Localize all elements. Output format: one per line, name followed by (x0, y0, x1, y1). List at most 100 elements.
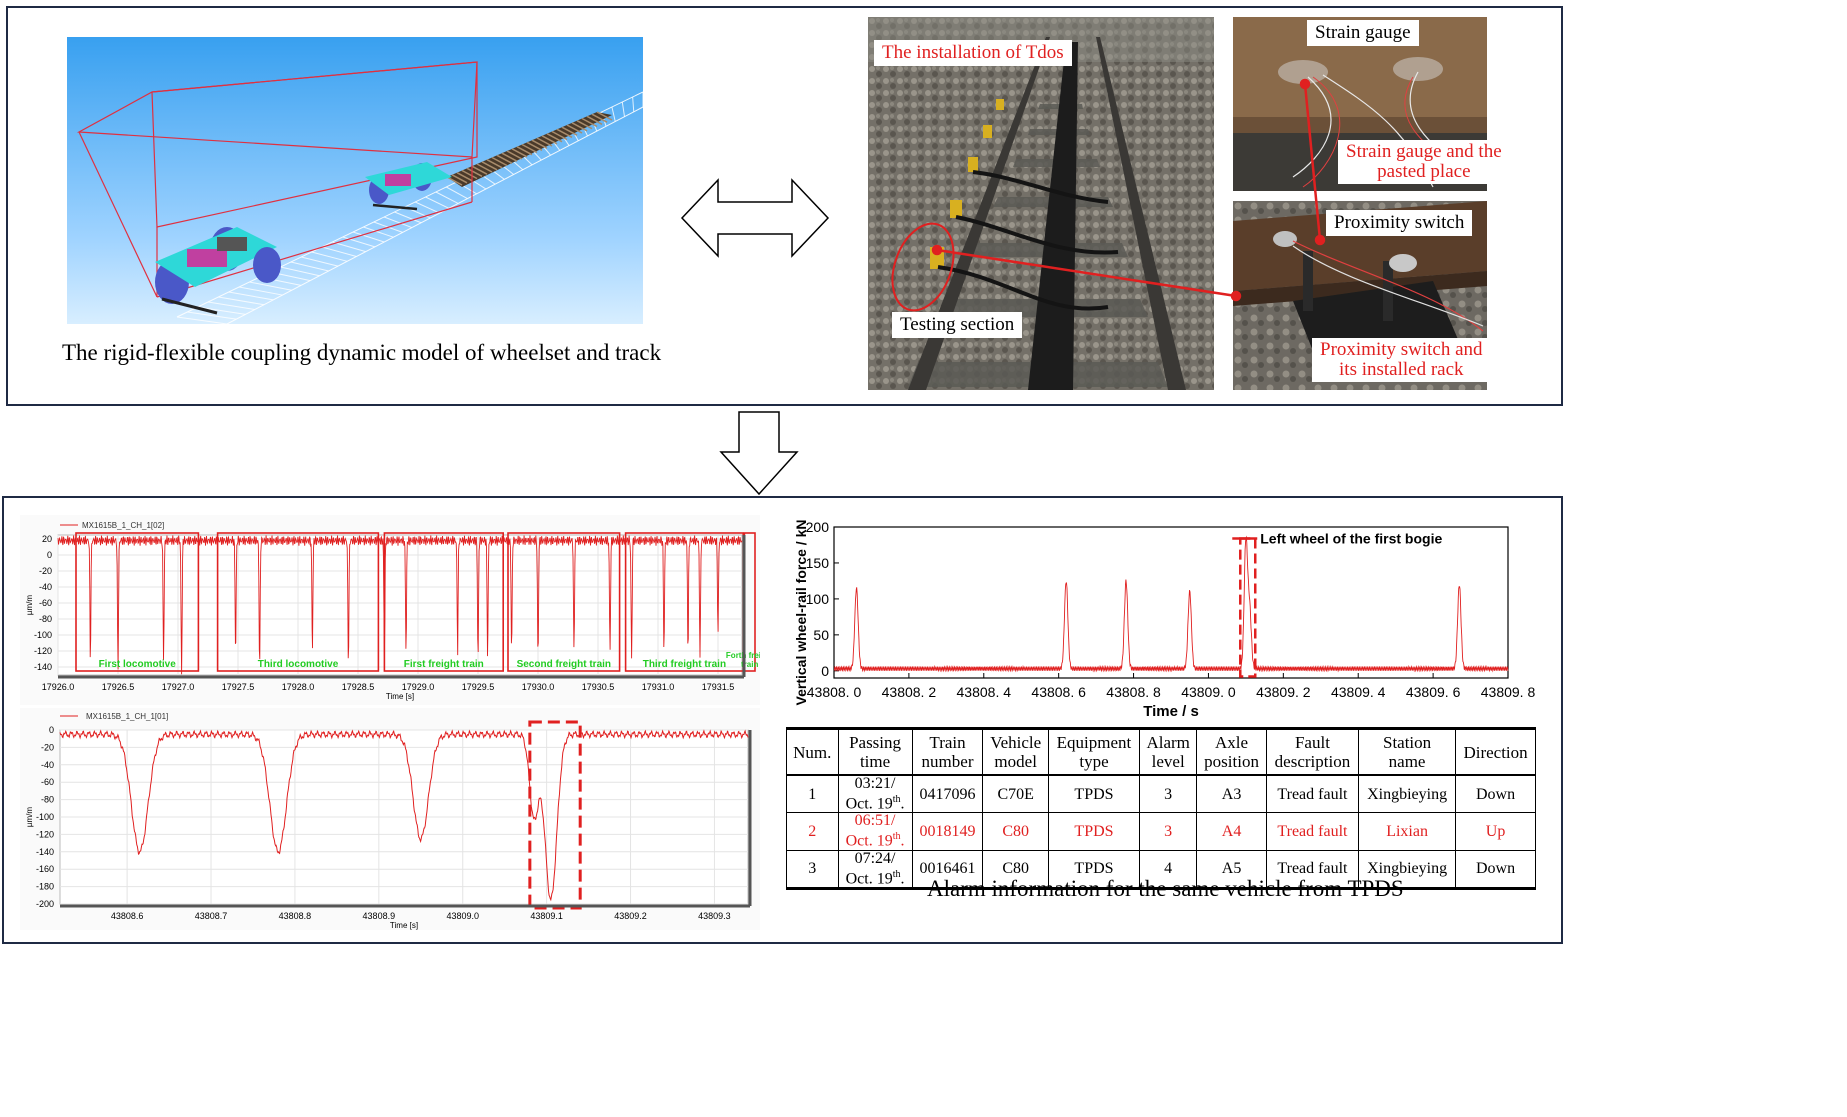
alarm-header-text: number (921, 752, 974, 771)
alarm-cell-station: Xingbieying (1358, 774, 1457, 814)
train-segment-label: train (741, 660, 758, 669)
train-segment-label: Second freight train (517, 659, 611, 670)
x-axis-label: Time / s (1143, 703, 1199, 720)
alarm-header-text: Num. (793, 742, 832, 762)
x-tick-label: 17927.0 (162, 682, 195, 692)
track-tie (239, 286, 283, 296)
deck-tie (546, 133, 563, 143)
y-tick-label: -60 (39, 598, 52, 608)
x-tick-label: 43808.6 (111, 911, 144, 921)
y-tick-label: 0 (47, 550, 52, 560)
proximity-rack-line1: Proximity switch and (1320, 339, 1483, 360)
strain-series-line (59, 729, 749, 902)
alarm-header-text: level (1151, 752, 1185, 771)
deck-tie (471, 165, 488, 175)
track-tie (280, 266, 320, 277)
deck-tie (586, 115, 603, 125)
bogie-front-icon (155, 227, 281, 315)
x-tick-label: 17931.0 (642, 682, 675, 692)
x-tick-label: 17927.5 (222, 682, 255, 692)
alarm-cell-dir: Up (1455, 812, 1536, 851)
y-tick-label: -200 (36, 899, 54, 909)
deck-tie (561, 126, 578, 136)
alarm-header-text: Fault (1294, 733, 1330, 752)
legend-label: MX1615B_1_CH_1[01] (86, 712, 168, 721)
track-tie (218, 296, 265, 306)
y-tick-label: 100 (806, 591, 830, 607)
deck-tie (456, 172, 473, 182)
alarm-cell-axle: A4 (1196, 812, 1267, 851)
track-tie (446, 186, 468, 200)
track-tie (632, 96, 635, 112)
x-tick-label: 43808. 2 (882, 684, 937, 700)
passing-date: Oct. 19 (845, 869, 893, 887)
x-tick-label: 43808.7 (195, 911, 228, 921)
y-tick-label: -20 (41, 742, 54, 752)
model-render (67, 37, 644, 325)
alarm-cell-level: 3 (1139, 812, 1198, 851)
alarm-cell-time: 03:21/Oct. 19th. (837, 774, 913, 814)
track-tie (321, 246, 357, 257)
deck-tie (476, 163, 493, 173)
passing-date: Oct. 19 (845, 795, 893, 813)
deck-tie (556, 128, 573, 138)
y-tick-label: 150 (806, 555, 830, 571)
y-tick-label: 20 (42, 534, 52, 544)
train-segment-box (216, 532, 380, 672)
alarm-header-text: Axle (1215, 733, 1249, 752)
x-tick-label: 17928.5 (342, 682, 375, 692)
x-tick-label: 17929.5 (462, 682, 495, 692)
annotation-label: Left wheel of the first bogie (1260, 531, 1442, 547)
x-tick-label: 43808. 0 (807, 684, 862, 700)
deck-tie (496, 154, 513, 164)
alarm-header-text: time (859, 752, 891, 771)
y-tick-label: -140 (34, 662, 52, 672)
x-tick-label: 43809. 0 (1181, 684, 1236, 700)
model-caption: The rigid-flexible coupling dynamic mode… (62, 340, 662, 365)
x-tick-label: 43809.1 (530, 911, 563, 921)
train-segment-label: First freight train (404, 659, 484, 670)
alarm-cell-model: C80 (982, 849, 1049, 889)
track-tie (176, 316, 228, 325)
alarm-cell-fault: Tread fault (1265, 774, 1360, 814)
x-tick-label: 43808. 8 (1106, 684, 1161, 700)
x-tick-label: 43809. 8 (1481, 684, 1536, 700)
x-tick-label: 17928.0 (282, 682, 315, 692)
deck-tie (536, 137, 553, 147)
alarm-header-text: Station (1382, 733, 1432, 752)
alarm-cell-num: 2 (786, 812, 839, 851)
alarm-header-text: model (994, 752, 1037, 771)
installation-label: The installation of Tdos (874, 40, 1072, 66)
y-tick-label: 200 (806, 519, 830, 535)
alarm-cell-axle: A3 (1196, 774, 1267, 814)
y-axis-label: µm/m (25, 807, 34, 827)
x-tick-label: 43808.9 (363, 911, 396, 921)
alarm-cell-equip: TPDS (1047, 812, 1141, 851)
passing-time: 03:21/ (854, 775, 896, 792)
alarm-cell-num: 3 (786, 849, 839, 889)
x-tick-label: 17929.0 (402, 682, 435, 692)
x-tick-label: 43808. 4 (957, 684, 1012, 700)
track-tie (611, 106, 616, 122)
bogie-rear-icon (365, 162, 452, 211)
alarm-cell-equip: TPDS (1047, 774, 1141, 814)
y-tick-label: 0 (49, 725, 54, 735)
train-segment-box (383, 532, 504, 672)
x-tick-label: 17930.0 (522, 682, 555, 692)
deck-tie (576, 120, 593, 130)
deck-tie (491, 156, 508, 167)
alarm-cell-station: Xingbieying (1358, 849, 1457, 889)
alarm-caption: Alarm information for the same vehicle f… (927, 876, 1404, 901)
y-tick-label: -40 (41, 760, 54, 770)
plot-area (57, 534, 743, 676)
y-tick-label: -140 (36, 847, 54, 857)
y-tick-label: -160 (36, 864, 54, 874)
deck-tie (481, 161, 498, 171)
alarm-header-text: name (1388, 752, 1426, 771)
legend-label: MX1615B_1_CH_1[02] (82, 521, 164, 530)
x-tick-label: 17926.0 (42, 682, 75, 692)
